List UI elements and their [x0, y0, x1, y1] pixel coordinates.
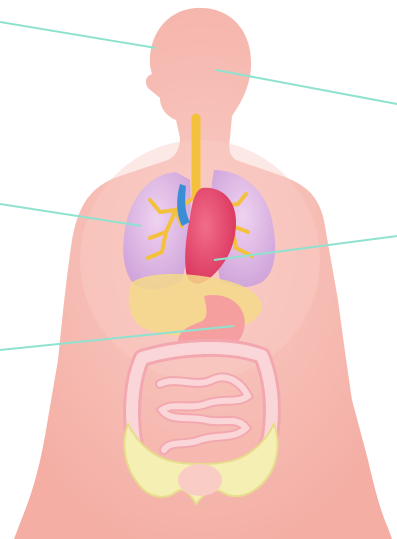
- pelvis-opening: [178, 464, 222, 496]
- leader-line-brain: [0, 22, 156, 48]
